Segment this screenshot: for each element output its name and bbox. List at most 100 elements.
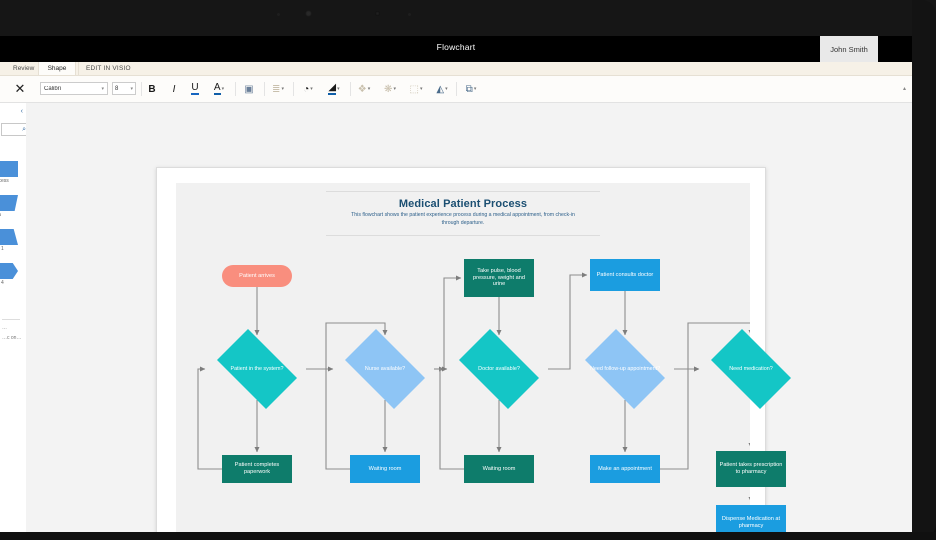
node-dispense-medication[interactable]: Dispense Medication at pharmacy	[716, 505, 786, 532]
rotate-button[interactable]: ◭▾	[430, 76, 454, 102]
tab-review[interactable]: Review	[13, 65, 35, 72]
node-doctor-available[interactable]: Doctor available?	[450, 329, 548, 409]
close-icon[interactable]: ✕	[14, 81, 26, 96]
insert-image-button[interactable]: ▣	[244, 83, 254, 95]
shape-fill-glyph: ❖	[357, 83, 367, 95]
node-label: Patient arrives	[239, 272, 275, 279]
node-label: Need follow-up appointment?	[589, 365, 661, 372]
arrange-button[interactable]: ⬚▾	[404, 76, 428, 102]
search-icon: ⌕	[22, 126, 26, 133]
sensor-dot-left	[277, 13, 280, 16]
document-page: Medical Patient Process This flowchart s…	[156, 167, 791, 532]
diagram-sheet: Medical Patient Process This flowchart s…	[176, 183, 791, 532]
position-button[interactable]: ⧉▾	[459, 76, 483, 102]
bold-button[interactable]: B	[148, 83, 156, 95]
shape-fill-button[interactable]: ❖▾	[352, 76, 376, 102]
tab-shape[interactable]: Shape	[38, 62, 76, 75]
shape-search-input[interactable]: ⌕	[1, 123, 26, 136]
shape-item-label: ata	[0, 212, 22, 218]
rectangle-shape-icon	[0, 161, 18, 177]
node-take-vitals[interactable]: Take pulse, blood pressure, weight and u…	[464, 259, 534, 297]
node-patient-completes-paperwork[interactable]: Patient completes paperwork	[222, 455, 292, 483]
font-color-button[interactable]: A▾	[207, 76, 231, 102]
bezel-bottom	[0, 532, 936, 540]
ribbon-divider	[264, 82, 265, 96]
chevron-down-icon: ▾	[337, 86, 340, 92]
work-area: ‹ ⌕ rocess ata on 1	[0, 103, 912, 532]
node-patient-in-system[interactable]: Patient in the system?	[208, 329, 306, 409]
user-account-chip[interactable]: John Smith	[820, 36, 878, 62]
trapezoid-shape-icon	[0, 229, 18, 245]
node-label: Make an appointment	[598, 465, 652, 472]
node-label: Nurse available?	[364, 365, 406, 372]
node-label: Patient consults doctor	[596, 271, 654, 278]
node-nurse-available[interactable]: Nurse available?	[336, 329, 434, 409]
ribbon-tab-strip: Review Shape EDIT IN VISIO	[0, 62, 912, 76]
title-bar: Flowchart John Smith	[0, 36, 912, 62]
underline-glyph: U	[191, 82, 199, 95]
shape-effects-button[interactable]: ❋▾	[378, 76, 402, 102]
shape-item-option-4[interactable]: on 4	[0, 263, 22, 286]
ribbon-divider	[350, 82, 351, 96]
node-label: Take pulse, blood pressure, weight and u…	[473, 267, 525, 288]
chevron-down-icon: ▾	[419, 86, 423, 92]
underline-button[interactable]: U	[185, 76, 205, 102]
chevron-down-icon: ▾	[393, 86, 396, 92]
font-size-select[interactable]: 8 ▾	[112, 82, 136, 95]
sensor-dot-right	[408, 13, 411, 16]
parallelogram-shape-icon	[0, 195, 18, 211]
collapse-panel-icon[interactable]: ‹	[20, 108, 23, 115]
ribbon-divider	[141, 82, 142, 96]
line-color-glyph: ◢	[328, 82, 337, 95]
ribbon-divider	[293, 82, 294, 96]
chevron-down-icon: ▾	[473, 86, 477, 92]
position-glyph: ⧉	[465, 83, 473, 95]
line-color-button[interactable]: ◢▾	[322, 76, 346, 102]
title-rule-bottom	[326, 234, 600, 236]
node-label: Patient in the system?	[230, 365, 284, 372]
diagram-title: Medical Patient Process	[398, 198, 528, 210]
font-family-select[interactable]: Calibri ▾	[40, 82, 108, 95]
shapes-panel: ‹ ⌕ rocess ata on 1	[0, 103, 27, 532]
sensor-icon	[375, 11, 380, 16]
fill-color-button[interactable]: ◔▾	[296, 76, 320, 102]
shape-item-process[interactable]: rocess	[0, 161, 22, 184]
node-waiting-room-1[interactable]: Waiting room	[350, 455, 420, 483]
font-size-value: 8	[115, 85, 119, 92]
node-make-appointment[interactable]: Make an appointment	[590, 455, 660, 483]
shape-effects-glyph: ❋	[384, 83, 393, 95]
collapse-ribbon-icon[interactable]: ▴	[902, 86, 906, 92]
application-window: Flowchart John Smith Review Shape EDIT I…	[0, 36, 912, 532]
shape-item-data[interactable]: ata	[0, 195, 22, 218]
node-label: Patient completes paperwork	[234, 462, 280, 475]
align-button[interactable]: ≣▾	[266, 76, 290, 102]
panel-footer-line-2: …c on…	[2, 335, 22, 341]
node-need-followup[interactable]: Need follow-up appointment?	[576, 329, 674, 409]
shape-item-label: rocess	[0, 178, 9, 184]
node-need-medication[interactable]: Need medication?	[702, 329, 800, 409]
chevron-down-icon: ▾	[101, 85, 104, 92]
shape-item-label: on 1	[0, 246, 4, 252]
node-patient-arrives[interactable]: Patient arrives	[222, 265, 292, 287]
shape-item-option-1[interactable]: on 1	[0, 229, 22, 252]
bezel-top	[0, 0, 936, 36]
panel-divider	[2, 319, 20, 320]
node-patient-consults-doctor[interactable]: Patient consults doctor	[590, 259, 660, 291]
chevron-down-icon: ▾	[445, 86, 448, 92]
node-waiting-room-2[interactable]: Waiting room	[464, 455, 534, 483]
document-title: Flowchart	[436, 42, 476, 52]
canvas-area[interactable]: Medical Patient Process This flowchart s…	[26, 103, 912, 532]
fill-color-glyph: ◔	[303, 83, 310, 95]
title-rule-top	[326, 191, 600, 192]
italic-button[interactable]: I	[172, 83, 176, 95]
chevron-down-icon: ▾	[367, 86, 371, 92]
node-prescription-to-pharmacy[interactable]: Patient takes prescription to pharmacy	[716, 451, 786, 487]
node-label: Waiting room	[368, 465, 402, 472]
chevron-down-icon: ▾	[281, 86, 284, 92]
panel-footer-line-1: …	[2, 325, 7, 331]
node-label: Waiting room	[482, 465, 516, 472]
tab-edit-in-visio[interactable]: EDIT IN VISIO	[78, 62, 138, 75]
connector-layer	[197, 272, 750, 503]
